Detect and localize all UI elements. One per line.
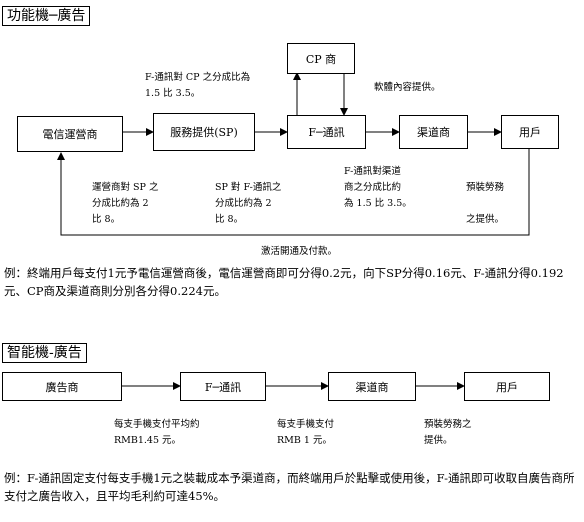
note-activation: 激活開通及付款。 [261, 246, 338, 257]
arrow-activation-return [57, 149, 530, 236]
section2-title: 智能機-廣告 [2, 343, 87, 363]
note-sp-to-ftel: SP 對 F-通訊之 分成比約為 2 比 8。 [215, 182, 282, 225]
box-sp: 服務提供(SP) [153, 113, 255, 151]
box-channel: 渠道商 [399, 115, 468, 149]
box-channel-2: 渠道商 [328, 372, 416, 401]
section1-example: 例：終端用戶每支付1元予電信運營商後，電信運營商即可分得0.2元，向下SP分得0… [4, 266, 564, 298]
note-preinstall-2: 預裝勞務之 提供。 [424, 419, 472, 446]
note-ftel-pay: 每支手機支付 RMB 1 元。 [277, 419, 335, 446]
note-ftel-to-channel: F-通訊對渠道 商之分成比約 為 1.5 比 3.5。 [344, 166, 412, 209]
note-software: 軟體內容提供。 [374, 82, 441, 93]
box-cp: CP 商 [287, 43, 355, 74]
box-user-2: 用戶 [464, 372, 550, 401]
box-carrier: 電信運營商 [17, 116, 123, 152]
section1-title: 功能機─廣告 [2, 6, 91, 26]
note-ftel-to-cp: F-通訊對 CP 之分成比為 1.5 比 3.5。 [145, 72, 251, 99]
box-advertiser: 廣告商 [2, 372, 122, 401]
box-ftel-2: F─通訊 [180, 372, 266, 401]
box-user: 用戶 [501, 115, 559, 149]
note-preinstall: 預裝勞務 之提供。 [466, 182, 505, 225]
section2-example: 例：F-通訊固定支付每支手機1元之裝載成本予渠道商，而終端用戶於點擊或使用後，F… [4, 471, 575, 503]
box-ftel: F─通訊 [287, 115, 366, 149]
note-adv-pay: 每支手機支付平均約 RMB1.45 元。 [114, 419, 200, 446]
note-carrier-to-sp: 運營商對 SP 之 分成比約為 2 比 8。 [92, 182, 159, 225]
